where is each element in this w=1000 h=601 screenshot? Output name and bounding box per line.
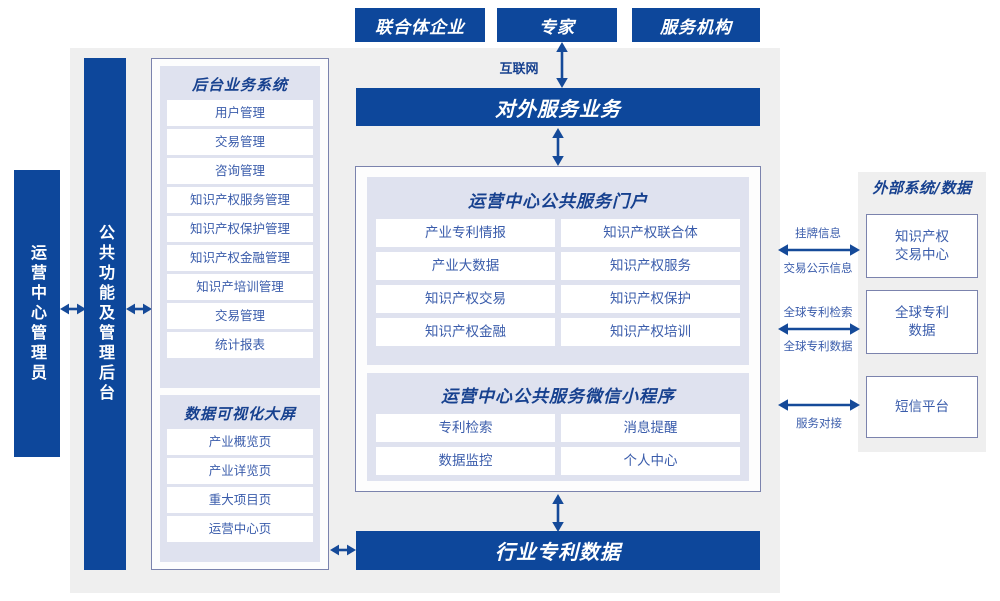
portal-item-2[interactable]: 产业大数据 [376, 252, 555, 280]
miniprogram-item-2[interactable]: 数据监控 [376, 447, 555, 475]
admin-to-backoffice-arrow-icon [60, 303, 86, 315]
visualization-item-0[interactable]: 产业概览页 [167, 429, 313, 455]
external-connector-label-listing-info: 挂牌信息 [795, 226, 841, 240]
external-connector-label-service-docking: 服务对接 [796, 416, 842, 430]
backoffice-to-system-arrow-icon [126, 303, 152, 315]
external-service-bar[interactable]: 对外服务业务 [356, 88, 760, 126]
external-connector-label-trade-publicity: 交易公示信息 [783, 261, 853, 275]
backend-item-0[interactable]: 用户管理 [167, 100, 313, 126]
external-systems-title: 外部系统/数据 [872, 179, 972, 197]
internet-label: 互联网 [499, 62, 539, 77]
visualization-item-list: 产业概览页 产业详览页 重大项目页 运营中心页 [160, 429, 320, 542]
portal-item-3[interactable]: 知识产权服务 [561, 252, 740, 280]
service-to-portal-arrow-icon [552, 128, 564, 166]
wechat-miniprogram-title: 运营中心公共服务微信小程序 [441, 387, 675, 407]
public-portal-grid: 产业专利情报 知识产权联合体 产业大数据 知识产权服务 知识产权交易 知识产权保… [367, 219, 749, 346]
backend-item-1[interactable]: 交易管理 [167, 129, 313, 155]
industry-patent-data-bar[interactable]: 行业专利数据 [356, 531, 760, 570]
wechat-miniprogram-grid: 专利检索 消息提醒 数据监控 个人中心 [367, 414, 749, 475]
actor-box-expert[interactable]: 专家 [497, 8, 617, 42]
backend-item-6[interactable]: 知识产培训管理 [167, 274, 313, 300]
visualization-item-2[interactable]: 重大项目页 [167, 487, 313, 513]
visualization-item-3[interactable]: 运营中心页 [167, 516, 313, 542]
data-visualization-title: 数据可视化大屏 [183, 405, 296, 423]
external-connector-arrow-3-icon [778, 399, 860, 411]
role-bar-operation-center-admin[interactable]: 运营中心管理员 [14, 170, 60, 457]
backend-item-8[interactable]: 统计报表 [167, 332, 313, 358]
external-connector-label-global-patent-data: 全球专利数据 [783, 339, 853, 353]
data-visualization-panel: 数据可视化大屏 产业概览页 产业详览页 重大项目页 运营中心页 [160, 395, 320, 562]
external-connector-arrow-2-icon [778, 323, 860, 335]
miniprogram-item-3[interactable]: 个人中心 [561, 447, 740, 475]
role-bar-common-functions-backoffice[interactable]: 公共功能及管理后台 [84, 58, 126, 570]
portal-item-7[interactable]: 知识产权培训 [561, 318, 740, 346]
visualization-item-1[interactable]: 产业详览页 [167, 458, 313, 484]
backend-item-4[interactable]: 知识产权保护管理 [167, 216, 313, 242]
backend-item-5[interactable]: 知识产权金融管理 [167, 245, 313, 271]
backend-to-industry-data-arrow-icon [330, 544, 356, 556]
portal-item-5[interactable]: 知识产权保护 [561, 285, 740, 313]
actor-box-union-enterprise[interactable]: 联合体企业 [355, 8, 485, 42]
external-connector-label-global-search: 全球专利检索 [783, 305, 853, 319]
backend-business-system-panel: 后台业务系统 用户管理 交易管理 咨询管理 知识产权服务管理 知识产权保护管理 … [160, 66, 320, 388]
portal-item-1[interactable]: 知识产权联合体 [561, 219, 740, 247]
backend-item-2[interactable]: 咨询管理 [167, 158, 313, 184]
portal-item-6[interactable]: 知识产权金融 [376, 318, 555, 346]
miniprogram-item-0[interactable]: 专利检索 [376, 414, 555, 442]
actor-box-service-agency[interactable]: 服务机构 [632, 8, 760, 42]
portal-to-industry-data-arrow-icon [552, 494, 564, 532]
portal-item-4[interactable]: 知识产权交易 [376, 285, 555, 313]
internet-arrow-icon [556, 42, 568, 88]
backend-business-system-title: 后台业务系统 [191, 76, 288, 94]
public-service-portal-title: 运营中心公共服务门户 [468, 192, 648, 212]
backend-item-3[interactable]: 知识产权服务管理 [167, 187, 313, 213]
public-service-portal-panel: 运营中心公共服务门户 产业专利情报 知识产权联合体 产业大数据 知识产权服务 知… [367, 177, 749, 365]
external-card-global-patent-data[interactable]: 全球专利 数据 [866, 290, 978, 354]
miniprogram-item-1[interactable]: 消息提醒 [561, 414, 740, 442]
external-card-ip-trading-center[interactable]: 知识产权 交易中心 [866, 214, 978, 278]
external-connector-arrow-1-icon [778, 244, 860, 256]
backend-item-7[interactable]: 交易管理 [167, 303, 313, 329]
backend-item-list: 用户管理 交易管理 咨询管理 知识产权服务管理 知识产权保护管理 知识产权金融管… [160, 100, 320, 358]
wechat-miniprogram-panel: 运营中心公共服务微信小程序 专利检索 消息提醒 数据监控 个人中心 [367, 373, 749, 481]
external-card-sms-platform[interactable]: 短信平台 [866, 376, 978, 438]
portal-item-0[interactable]: 产业专利情报 [376, 219, 555, 247]
